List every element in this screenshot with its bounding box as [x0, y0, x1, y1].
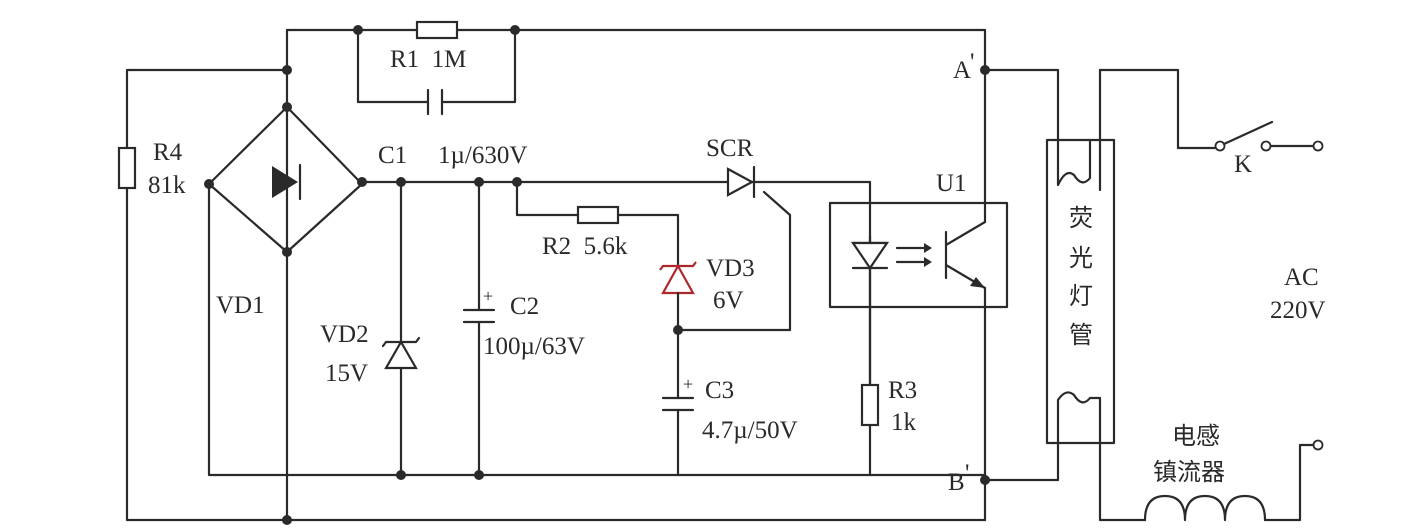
- vd3-value-label: 6V: [713, 287, 744, 314]
- vd3-name-label: VD3: [706, 255, 755, 282]
- r1-label: R1 1M: [390, 46, 466, 73]
- ballast-label-1: 电感: [1172, 422, 1220, 450]
- c3-name-label: C3: [705, 377, 734, 404]
- u1-label: U1: [936, 170, 967, 197]
- c1-value-label: 1µ/630V: [438, 142, 527, 169]
- r3-value-label: 1k: [891, 409, 917, 436]
- c2-value-label: 100µ/63V: [483, 333, 585, 360]
- terminal-ac-top: [1312, 140, 1324, 152]
- lamp-label-3: 灯: [1069, 282, 1093, 310]
- ac-label: AC: [1284, 264, 1319, 291]
- resistor-r2: [576, 205, 620, 225]
- switch-k-label: K: [1234, 151, 1252, 178]
- r3-name-label: R3: [888, 377, 917, 404]
- thyristor-scr: [726, 165, 756, 199]
- scr-label: SCR: [706, 135, 754, 162]
- junction-dots: [204, 25, 990, 525]
- zener-vd3-body: [661, 263, 695, 295]
- fluorescent-lamp: [983, 68, 1180, 522]
- zener-vd2: [381, 180, 421, 477]
- resistor-r4: [117, 146, 137, 190]
- c1-label: C1: [378, 142, 407, 169]
- r4-branch: [117, 68, 987, 522]
- inductive-ballast: [1143, 439, 1324, 522]
- r1-c1-network: [285, 20, 987, 522]
- resistor-r1: [415, 20, 459, 40]
- r4-name-label: R4: [153, 139, 183, 166]
- c3-value-label: 4.7µ/50V: [702, 417, 798, 444]
- r3-branch: [860, 305, 880, 477]
- zener-vd3-bar: [659, 261, 697, 271]
- resistor-r3: [860, 383, 880, 427]
- optocoupler-u1: [828, 201, 1009, 309]
- r4-value-label: 81k: [148, 172, 186, 199]
- lamp-label-2: 光: [1069, 244, 1093, 272]
- node-a-label: A: [953, 57, 971, 84]
- node-b-prime: ': [965, 460, 970, 487]
- vd2-value-label: 15V: [325, 360, 368, 387]
- bridge-diode-symbol: [272, 166, 298, 198]
- vd2-name-label: VD2: [320, 321, 369, 348]
- switch-k: [1176, 120, 1324, 152]
- ac-voltage-label: 220V: [1270, 297, 1326, 324]
- node-b-label: B: [948, 469, 965, 496]
- r2-vd3-c3-branch: [515, 180, 792, 477]
- capacitor-c2: [462, 180, 496, 477]
- ballast-label-2: 镇流器: [1153, 458, 1225, 486]
- c2-plus-sign: +: [483, 286, 493, 306]
- node-a-prime: ': [970, 49, 975, 76]
- c3-plus-sign: +: [683, 374, 693, 394]
- lamp-label-1: 荧: [1069, 204, 1093, 232]
- terminal-ac-bottom: [1312, 439, 1324, 451]
- lamp-label-4: 管: [1069, 321, 1093, 349]
- r2-label: R2 5.6k: [542, 233, 628, 260]
- c2-name-label: C2: [510, 293, 539, 320]
- vd1-label: VD1: [216, 292, 265, 319]
